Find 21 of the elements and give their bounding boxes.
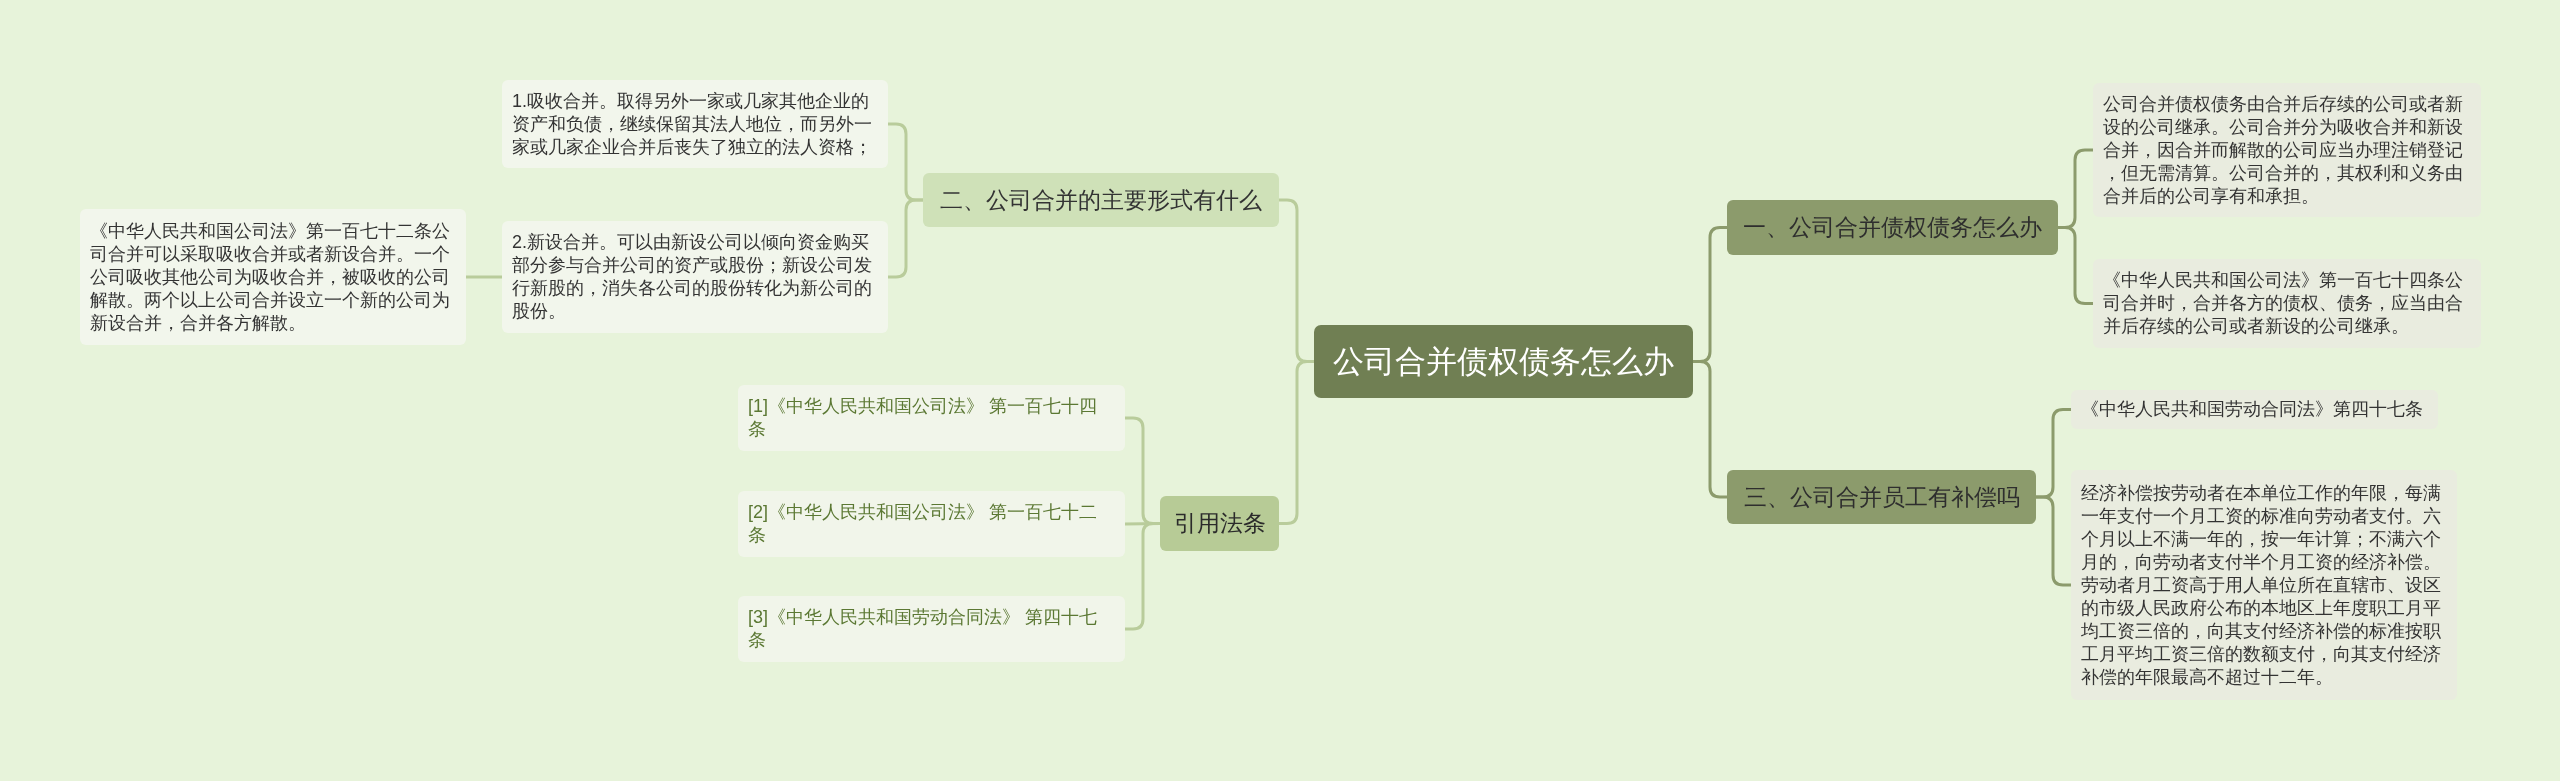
connector-line — [466, 275, 502, 279]
connector-line — [888, 198, 923, 279]
note-box: 《中华人民共和国劳动合同法》第四十七条 — [2071, 390, 2438, 429]
note-box: 《中华人民共和国公司法》第一百七十二条公司合并可以采取吸收合并或者新设合并。一个公司吸收其他公司为吸收合并，被吸收的公司解散。两个以上公司合并设立一个新的公司为新设合并，合并各方解散。 — [80, 209, 466, 345]
reference-box: [1]《中华人民共和国公司法》 第一百七十四条 — [738, 385, 1125, 451]
branch-topic-box: 一、公司合并债权债务怎么办 — [1727, 200, 2058, 255]
branch-topic-box: 三、公司合并员工有补偿吗 — [1727, 470, 2036, 524]
reference-box: [3]《中华人民共和国劳动合同法》 第四十七条 — [738, 596, 1125, 662]
connector-line — [2036, 495, 2071, 587]
reference-box: [2]《中华人民共和国公司法》 第一百七十二条 — [738, 491, 1125, 557]
note-box: 公司合并债权债务由合并后存续的公司或者新设的公司继承。公司合并分为吸收合并和新设合并，因合并而解散的公司应当办理注销登记，但无需清算。公司合并的，其权利和义务由合并后的公司享有和承担。 — [2093, 83, 2481, 217]
note-box: 《中华人民共和国公司法》第一百七十四条公司合并时，合并各方的债权、债务，应当由合并后存续的公司或者新设的公司继承。 — [2093, 259, 2481, 348]
connector-line — [1279, 360, 1314, 525]
note-box: 1.吸收合并。取得另外一家或几家其他企业的资产和负债，继续保留其法人地位，而另外一家或几家企业合并后丧失了独立的法人资格； — [502, 80, 888, 168]
connector-line — [2058, 226, 2093, 305]
connector-line — [1125, 522, 1160, 631]
central-topic-box: 公司合并债权债务怎么办 — [1314, 325, 1693, 398]
note-box: 经济补偿按劳动者在本单位工作的年限，每满一年支付一个月工资的标准向劳动者支付。六个月以上不满一年的，按一年计算；不满六个月的，向劳动者支付半个月工资的经济补偿。劳动者月工资高于用人单位所在直辖市、设区的市级人民政府公布的本地区上年度职工月平均工资三倍的，向其支付经济补偿的标准按职工月平均工资三倍的数额支付，向其支付经济补偿的年限最高不超过十二年。 — [2071, 470, 2457, 700]
note-box: 2.新设合并。可以由新设公司以倾向资金购买部分参与合并公司的资产或股份；新设公司发行新股的，消失各公司的股份转化为新公司的股份。 — [502, 221, 888, 333]
branch-topic-box: 二、公司合并的主要形式有什么 — [923, 173, 1279, 227]
branch-topic-box: 引用法条 — [1160, 496, 1279, 551]
